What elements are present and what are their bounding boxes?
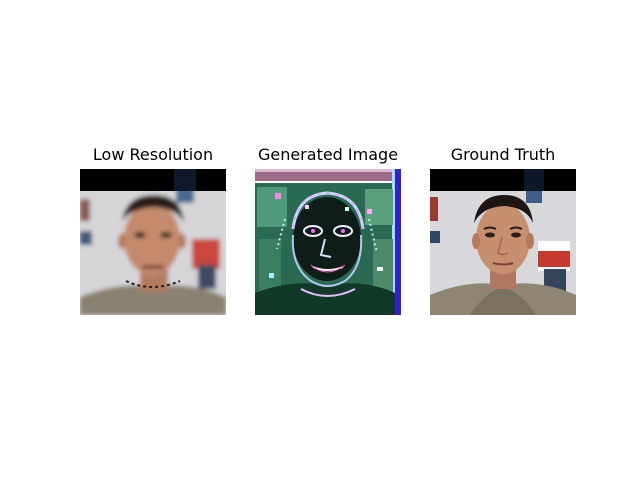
panel-title-ground-truth: Ground Truth (450, 145, 556, 164)
generated-face-picture (255, 169, 401, 315)
ground-truth-face-picture (430, 169, 576, 315)
generated-image (255, 169, 401, 315)
ground-truth-image (430, 169, 576, 315)
low-resolution-face-picture (80, 169, 226, 315)
low-resolution-image (80, 169, 226, 315)
panel-title-generated-image: Generated Image (257, 145, 399, 164)
panel-title-low-resolution: Low Resolution (92, 145, 214, 164)
